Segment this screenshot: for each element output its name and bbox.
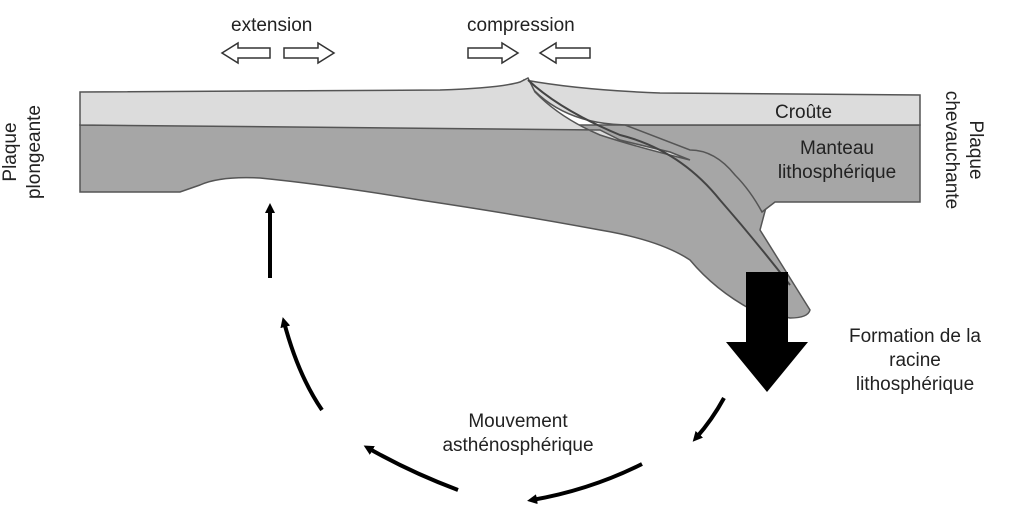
extension-left-arrow	[220, 41, 271, 65]
circulation-arrow-4	[280, 317, 324, 412]
circulation-arrow-3	[363, 445, 459, 492]
compression-left-arrow	[538, 41, 591, 65]
compression-label: compression	[467, 15, 575, 36]
manteau-label: Manteau lithosphérique	[777, 138, 897, 183]
subduction-interface	[527, 79, 791, 286]
mouvement-label: Mouvement asthénosphérique	[442, 411, 594, 456]
circulation-arrow-2	[527, 462, 643, 505]
formation-racine-label: Formation de la racine lithosphérique	[848, 326, 981, 395]
overriding-crust-layer	[523, 78, 921, 126]
extension-right-arrow	[283, 41, 336, 65]
subducting-crust-layer	[79, 76, 691, 161]
mantle-layer	[79, 124, 811, 319]
compression-right-arrow	[467, 41, 520, 65]
root-formation-arrow	[726, 272, 808, 392]
plaque-plongeante-label: Plaque plongeante	[0, 104, 45, 200]
extension-label: extension	[231, 15, 313, 36]
circulation-arrow-1	[692, 397, 726, 442]
croute-label: Croûte	[775, 102, 833, 123]
plaque-chevauchante-label: Plaque chevauchante	[941, 90, 986, 210]
overriding-mantle-layer	[624, 124, 921, 214]
